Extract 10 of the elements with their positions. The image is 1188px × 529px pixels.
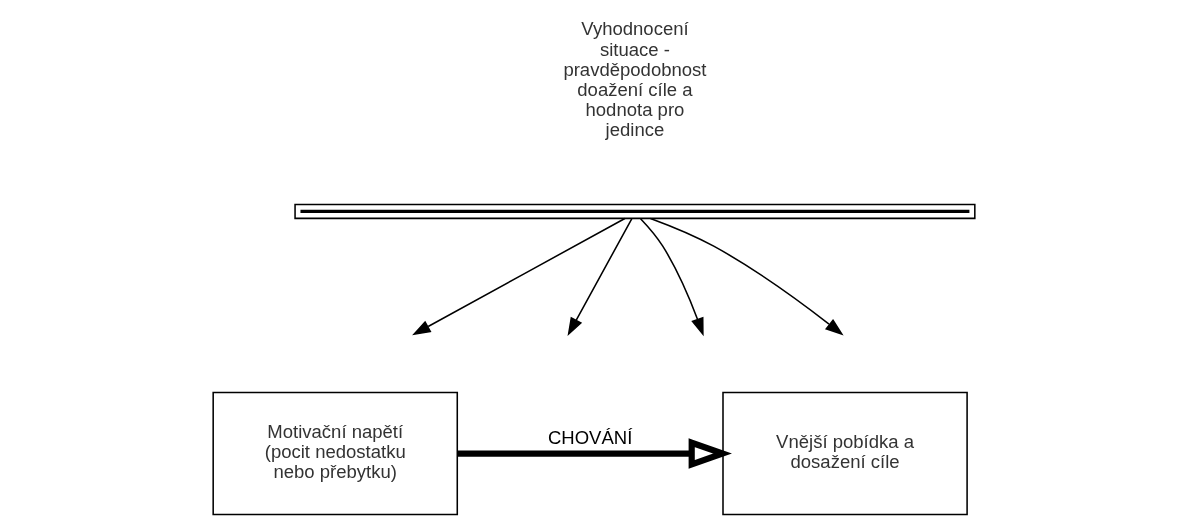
arrow <box>412 217 626 336</box>
node-bar <box>294 203 976 220</box>
arrow <box>639 217 704 337</box>
arrow <box>567 218 633 336</box>
edge-label: CHOVÁNÍ <box>547 426 633 448</box>
node-text: Vyhodnocení situace - pravděpodobnost doažení cíle a hodnota pro jedince <box>563 18 707 140</box>
node-box: Vnější pobídka a dosažení cíle <box>722 391 968 516</box>
arrow <box>649 217 844 336</box>
node-box: Motivační napětí (pocit nedostatku nebo přebytku) <box>212 391 459 516</box>
arrow <box>457 438 732 469</box>
